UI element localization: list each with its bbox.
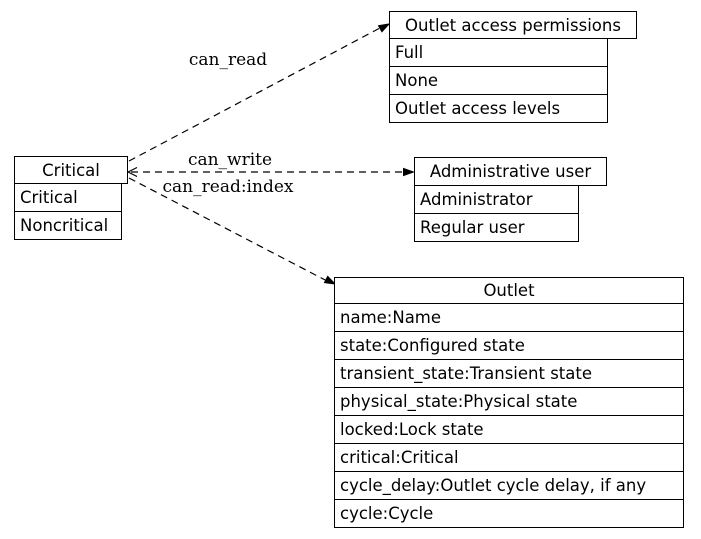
node-row: None [389, 66, 608, 95]
node-outlet-access-permissions: Outlet access permissions Full None Outl… [389, 11, 637, 123]
node-row: physical_state:Physical state [334, 387, 684, 416]
edge-vee-arrowhead-icon [126, 166, 138, 178]
node-row: Outlet access levels [389, 94, 608, 123]
edge-label-can-write: can_write [187, 150, 273, 170]
node-row: cycle:Cycle [334, 499, 684, 528]
node-administrative-user: Administrative user Administrator Regula… [414, 157, 607, 242]
edge-can-write-arrowhead-icon [403, 167, 415, 177]
edge-label-can-read: can_read [188, 50, 268, 70]
node-row: locked:Lock state [334, 415, 684, 444]
node-title: Outlet access permissions [389, 11, 637, 39]
node-row: Administrator [414, 185, 579, 214]
node-title: Critical [14, 156, 128, 184]
edge-to-outlet-arrowhead-icon [323, 275, 337, 285]
edge-can-read-arrowhead-icon [377, 23, 391, 33]
node-row: critical:Critical [334, 443, 684, 472]
node-title: Administrative user [414, 157, 607, 186]
node-row: Critical [14, 183, 122, 212]
node-critical: Critical Critical Noncritical [14, 156, 128, 240]
node-row: cycle_delay:Outlet cycle delay, if any [334, 471, 684, 500]
node-row: Noncritical [14, 211, 122, 240]
node-row: state:Configured state [334, 331, 684, 360]
node-outlet: Outlet name:Name state:Configured state … [334, 277, 684, 528]
node-row: Full [389, 38, 608, 67]
node-row: transient_state:Transient state [334, 359, 684, 388]
edge-can-read-line [128, 27, 380, 162]
node-row: name:Name [334, 303, 684, 332]
node-row: Regular user [414, 213, 579, 242]
node-title: Outlet [334, 277, 684, 304]
edge-label-can-read-index: can_read:index [162, 177, 294, 197]
edge-to-outlet-line [128, 177, 327, 282]
